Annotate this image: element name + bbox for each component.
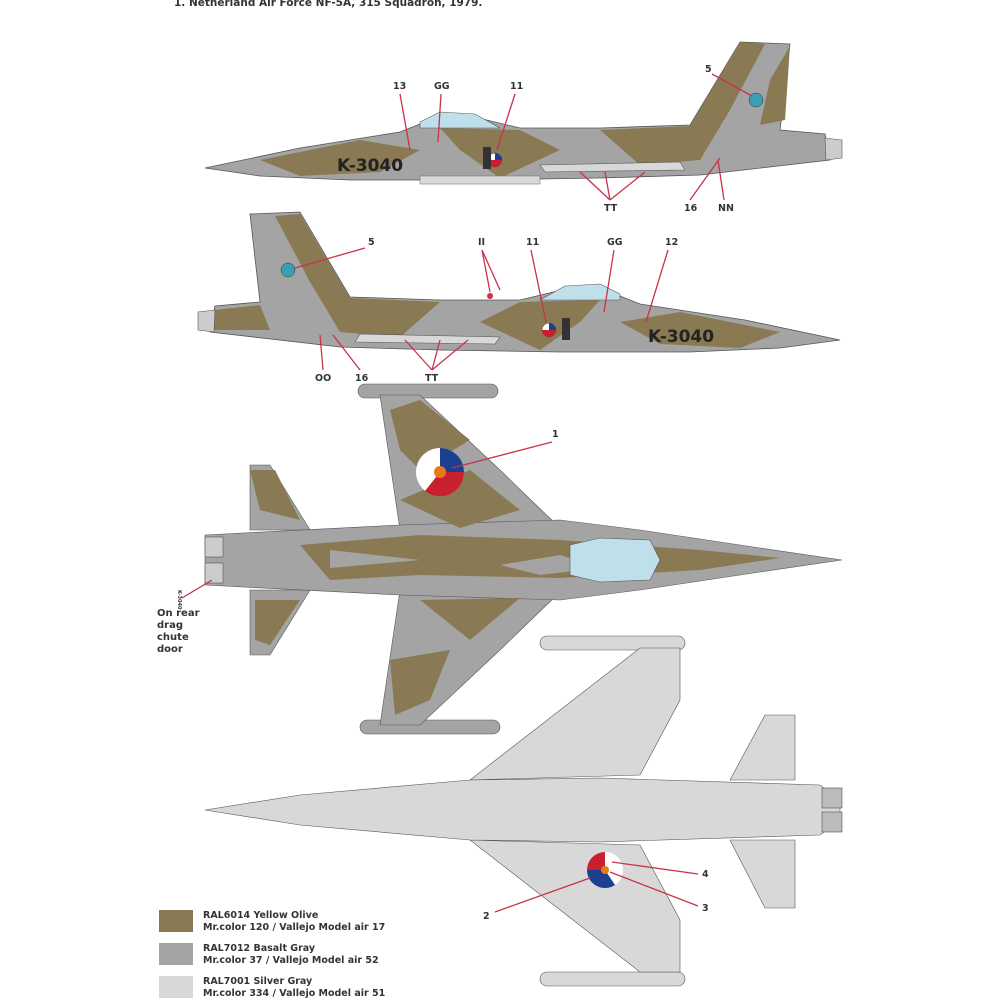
profile-right-callouts: 5 II 11 GG 12 OO 16 TT [294,237,678,384]
legend-paint-codes: Mr.color 120 / Vallejo Model air 17 [203,922,386,933]
color-swatch [159,943,193,965]
sheet-title: 1. Netherland Air Force NF-5A, 315 Squad… [174,0,483,9]
callout-label: 4 [702,869,709,880]
callout-label: 12 [665,237,678,248]
callout-label: 3 [702,903,709,914]
rear-serial-marking: K-3040 [176,590,182,610]
callout-label: II [478,237,485,248]
side-profile-left: K-3040 [204,41,843,185]
callout-label: 2 [483,911,490,922]
legend-color-name: RAL6014 Yellow Olive [203,910,319,921]
drag-chute-note: On rear drag chute door [157,608,200,655]
legend-paint-codes: Mr.color 334 / Vallejo Model air 51 [203,988,386,999]
callout-label: 5 [705,64,712,75]
bottom-view: 4 2 3 [204,635,843,987]
callout-label: 13 [393,81,406,92]
callout-label: GG [607,237,623,248]
legend-color-name: RAL7001 Silver Gray [203,976,313,987]
legend-paint-codes: Mr.color 37 / Vallejo Model air 52 [203,955,379,966]
color-swatch [159,910,193,932]
callout-label: OO [315,373,331,384]
callout-label: 5 [368,237,375,248]
callout-label: TT [425,373,439,384]
color-swatch [159,976,193,998]
callout-label: NN [718,203,734,214]
callout-label: 16 [684,203,698,214]
callout-label: TT [604,203,618,214]
serial-marking: K-3040 [648,327,714,347]
callout-label: GG [434,81,450,92]
serial-marking: K-3040 [337,156,403,176]
legend-color-name: RAL7012 Basalt Gray [203,943,316,954]
side-profile-right: K-3040 [197,211,841,353]
top-view: 1 K-3040 [176,383,843,735]
profile-left-callouts: 13 GG 11 5 TT 16 NN [393,64,753,214]
callout-label: 1 [552,429,559,440]
callout-label: 11 [510,81,523,92]
callout-label: 11 [526,237,539,248]
callout-label: 16 [355,373,369,384]
